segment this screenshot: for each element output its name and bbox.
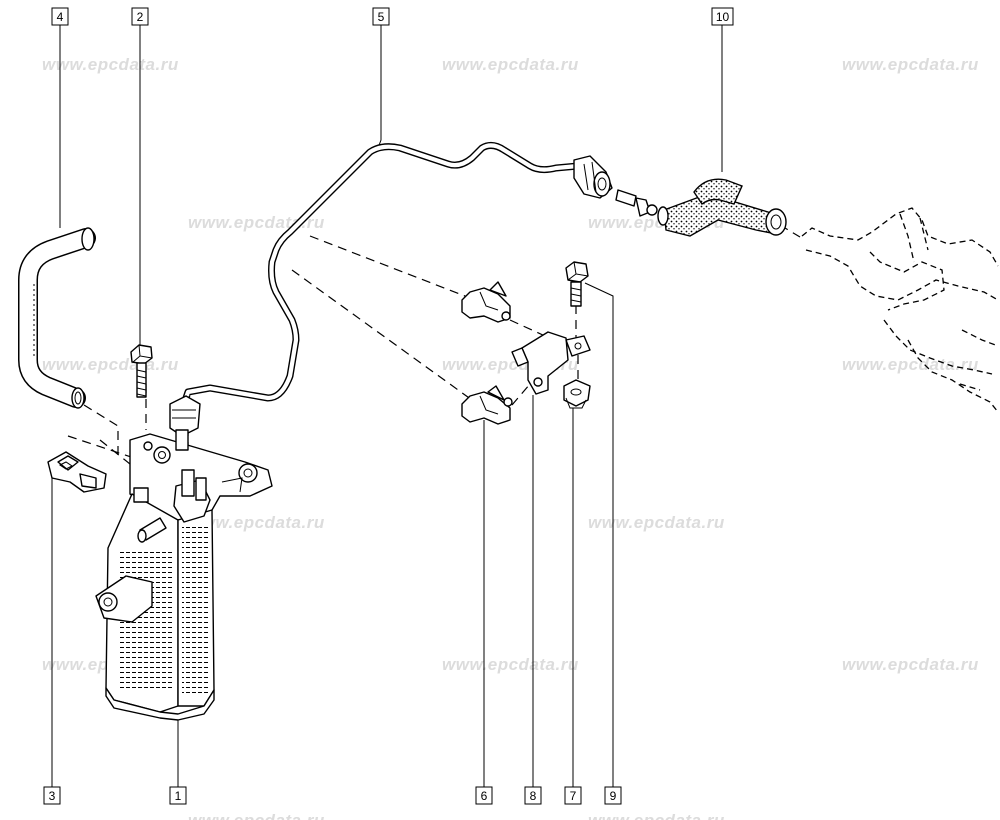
watermark: www.epcdata.ru [842, 55, 979, 74]
bracket-part-8 [511, 331, 591, 395]
callout-1: 1 [169, 786, 187, 805]
watermark: www.epcdata.ru [442, 55, 579, 74]
watermark: www.epcdata.ru [188, 513, 325, 532]
svg-text:4: 4 [57, 10, 64, 24]
svg-text:6: 6 [481, 789, 488, 803]
hose-part-10 [635, 178, 787, 237]
hose-part-4 [18, 227, 96, 409]
callout-4: 4 [51, 7, 69, 26]
svg-text:10: 10 [716, 10, 730, 24]
svg-text:5: 5 [378, 10, 385, 24]
watermark: www.epcdata.ru [42, 55, 179, 74]
watermark: www.epcdata.ru [588, 811, 725, 820]
callout-labels: 4 2 5 10 3 1 6 8 [43, 7, 734, 805]
watermark: www.epcdata.ru [42, 355, 179, 374]
watermark: www.epcdata.ru [442, 655, 579, 674]
pipe-part-5 [169, 141, 637, 451]
canister-part-1 [95, 433, 273, 721]
clip-part-6-lower [461, 385, 513, 425]
ghost-assembly [801, 207, 999, 413]
svg-text:7: 7 [570, 789, 577, 803]
callout-2: 2 [131, 7, 149, 26]
watermark: www.epcdata.ru [842, 355, 979, 374]
callout-6: 6 [475, 786, 493, 805]
svg-text:2: 2 [137, 10, 144, 24]
watermark: www.epcdata.ru [588, 513, 725, 532]
svg-text:9: 9 [610, 789, 617, 803]
callout-9: 9 [604, 786, 622, 805]
leader-lines [51, 25, 723, 787]
callout-10: 10 [711, 7, 734, 26]
callout-7: 7 [564, 786, 582, 805]
svg-text:3: 3 [49, 789, 56, 803]
bolt-part-9 [565, 261, 589, 307]
bolt-part-2 [130, 344, 153, 398]
clip-part-6-upper [461, 281, 511, 323]
callout-3: 3 [43, 786, 61, 805]
watermark: www.epcdata.ru [188, 811, 325, 820]
svg-text:1: 1 [175, 789, 182, 803]
svg-text:8: 8 [530, 789, 537, 803]
callout-5: 5 [372, 7, 390, 26]
clip-part-7 [563, 379, 591, 409]
clip-part-3 [47, 451, 107, 493]
callout-8: 8 [524, 786, 542, 805]
watermark: www.epcdata.ru [842, 655, 979, 674]
